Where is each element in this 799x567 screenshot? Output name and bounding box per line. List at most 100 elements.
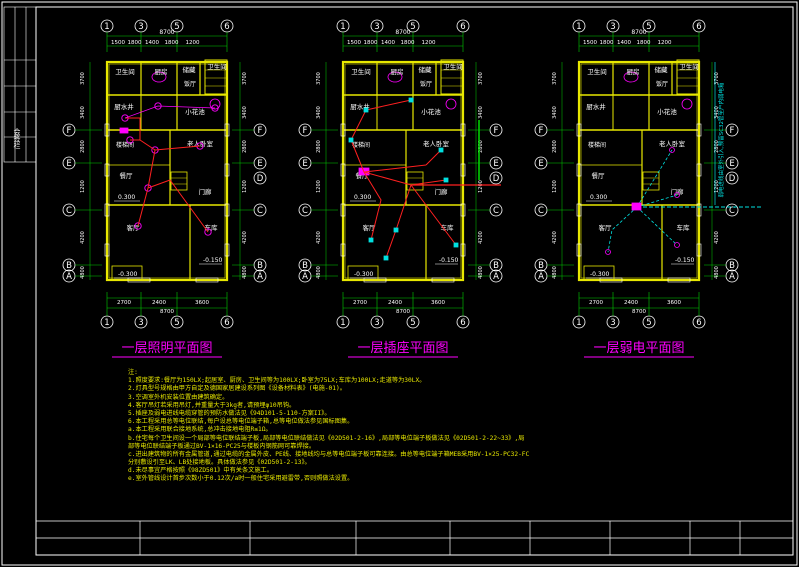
window <box>431 277 455 283</box>
axis-bubble <box>489 171 503 185</box>
room-label: 饭厅 <box>656 80 668 88</box>
note-line: a.本工程采用联合接地系统,总冲击接地电阻R≤1Ω。 <box>128 426 272 434</box>
room-label: 厨水井 <box>586 102 606 111</box>
axis-label: 3 <box>374 22 379 32</box>
axis-label: 5 <box>174 22 179 32</box>
inner-wall <box>108 63 226 279</box>
window <box>224 243 230 257</box>
dim-value: 3400 <box>478 106 484 119</box>
note-line: 2.灯具型号规格由甲方自定及德国家居建设系列图《设备材料表》(电施-01)。 <box>128 385 346 393</box>
axis-label: B <box>538 261 544 271</box>
dim-value: 1500 <box>347 40 361 46</box>
note-line: 1.照度要求:餐厅为150LX;起居室、厨房、卫生间等为100LX;卧室为75L… <box>128 377 426 385</box>
window <box>340 203 346 217</box>
dim-value: 3600 <box>195 300 209 306</box>
room-label: 楼梯间 <box>352 141 370 149</box>
room-label: 车库 <box>205 223 219 232</box>
axis-bubble <box>725 171 739 185</box>
axis-label: B <box>66 261 72 271</box>
plan-title: 一层照明平面图 <box>121 341 212 356</box>
window <box>224 163 230 177</box>
basin-fixture <box>681 98 693 110</box>
dim-value: 1800 <box>165 40 179 46</box>
dim-total: 8700 <box>631 29 646 36</box>
dim-value: 4800 <box>316 266 322 279</box>
dim-value: 2800 <box>242 140 248 153</box>
note-line: c.进出建筑物的所有金属管道,通过电缆的金属外皮、PE线、接地线均与总等电位端子… <box>128 450 530 458</box>
dim-total: 8700 <box>395 29 410 36</box>
axis-label: F <box>67 126 72 136</box>
dim-total: 8700 <box>632 309 646 315</box>
dim-value: 1200 <box>80 180 86 193</box>
axis-label: 5 <box>646 318 651 328</box>
window <box>696 123 702 137</box>
dim-value: 3600 <box>431 300 445 306</box>
room-label: 卫生间 <box>351 67 371 76</box>
entry-step <box>111 265 143 281</box>
window <box>195 277 219 283</box>
weak-note: 弱电进线由室外引入,预留SC32管至户内弱电箱 <box>717 82 725 198</box>
axis-label: F <box>494 126 499 136</box>
dim-value: 4800 <box>478 266 484 279</box>
dim-value: 1500 <box>111 40 125 46</box>
room-label: 楼梯间 <box>116 141 134 149</box>
room-label: 门廊 <box>199 187 213 196</box>
axis-label: 1 <box>104 22 109 32</box>
room-label: 车库 <box>677 223 691 232</box>
axis-label: 3 <box>374 318 379 328</box>
title-block <box>36 520 793 555</box>
axis-label: A <box>538 272 544 282</box>
note-line: e.室外管线设计首步次数小于0.12次/a时一般住宅采用避雷带,否则照做法设置。 <box>128 475 354 483</box>
dim-value: 4800 <box>714 266 720 279</box>
note-line: d.未尽事宜严格按照《98ZD501》中有关条文施工。 <box>128 467 273 475</box>
level-mark: -0.150 <box>439 257 459 264</box>
dim-value: 2700 <box>589 300 603 306</box>
dim-value: 3400 <box>552 106 558 119</box>
axis-label: 5 <box>410 318 415 328</box>
axis-label: A <box>302 272 308 282</box>
room-label: 老人卧室 <box>659 139 686 148</box>
socket-outlet <box>453 242 459 248</box>
axis-label: E <box>538 159 543 169</box>
note-line: 4.客厅吊灯若采用吊灯,并重量大于3kg者,请预埋φ10吊钩。 <box>128 401 296 409</box>
axis-label: 1 <box>104 318 109 328</box>
window <box>696 243 702 257</box>
window <box>576 123 582 137</box>
axis-label: E <box>302 159 307 169</box>
axis-label: F <box>258 126 263 136</box>
outer-wall <box>105 60 229 282</box>
axis-label: A <box>729 272 735 282</box>
axis-label: D <box>493 174 500 184</box>
dim-value: 3700 <box>714 72 720 85</box>
window <box>667 277 691 283</box>
axis-label: F <box>730 126 735 136</box>
stair-well <box>440 59 464 95</box>
window <box>460 203 466 217</box>
note-line: 分别敷设引至LK、LB处接地板。具体做法参见《02D501-2-13》。 <box>128 459 311 467</box>
room-label: 小花池 <box>185 107 205 116</box>
side-label: 会签栏 <box>13 127 21 150</box>
axis-label: 1 <box>340 318 345 328</box>
note-line: b.住宅每个卫生间设一个局部等电位联结端子板,局部等电位联结做法见《02D501… <box>128 434 525 442</box>
room-label: 卫生间 <box>679 62 699 71</box>
entry-step <box>347 265 379 281</box>
axis-label: 6 <box>696 318 701 328</box>
dim-value: 4200 <box>552 231 558 244</box>
room-label: 卫生间 <box>443 62 463 71</box>
dim-value: 1200 <box>714 180 720 193</box>
room-label: 客厅 <box>127 223 141 232</box>
inner-frame <box>35 6 794 556</box>
dim-value: 2700 <box>117 300 131 306</box>
dim-value: 2400 <box>152 300 166 306</box>
axis-label: B <box>257 261 263 271</box>
dim-value: 2700 <box>353 300 367 306</box>
room-label: 储藏 <box>655 65 669 74</box>
plan-title: 一层插座平面图 <box>357 341 448 356</box>
axis-label: 6 <box>460 318 465 328</box>
window <box>340 123 346 137</box>
axis-label: E <box>66 159 71 169</box>
tv-outlet <box>674 192 680 198</box>
